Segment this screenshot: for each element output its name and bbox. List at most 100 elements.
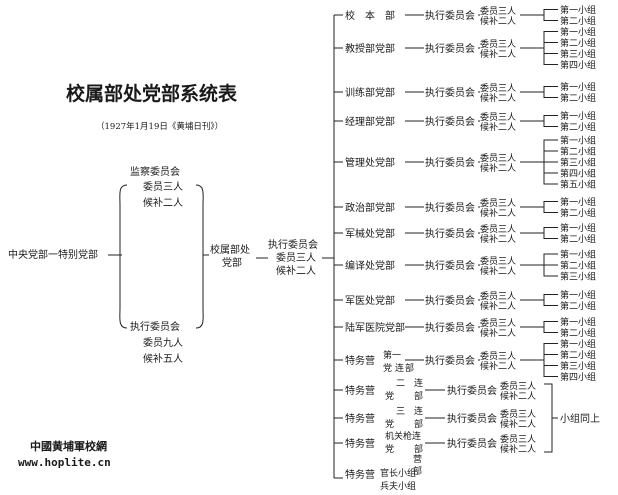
branch-name-sub: 部 xyxy=(405,362,414,374)
group-label: 第一小组 xyxy=(560,196,596,208)
special-unit: 特务营 xyxy=(345,437,375,450)
branch-name: 校 本 部 xyxy=(345,9,395,22)
exec-members: 委员三人 xyxy=(480,152,516,164)
executive-members: 委员九人 xyxy=(143,336,183,349)
group-label: 第一小组 xyxy=(560,81,596,93)
group-bracket xyxy=(543,9,548,21)
exec-committee: 执行委员会 xyxy=(425,86,475,99)
group-label: 第一小组 xyxy=(560,110,596,122)
exec-committee: 执行委员会 xyxy=(425,259,475,272)
group-label: 第二小组 xyxy=(560,327,596,339)
group-label: 第二小组 xyxy=(560,207,596,219)
exec-committee: 执行委员会 xyxy=(425,354,475,367)
special-unit-sub: 机关枪连 xyxy=(385,430,421,442)
diagram-title: 校属部处党部系统表 xyxy=(66,82,238,105)
group-label: 第四小组 xyxy=(560,371,596,383)
group-label: 第一小组 xyxy=(560,135,596,147)
group-label: 第四小组 xyxy=(560,168,596,180)
group-label: 第二小组 xyxy=(560,233,596,245)
group-label: 第一小组 xyxy=(560,249,596,261)
group-bracket xyxy=(543,201,548,213)
group-label: 第二小组 xyxy=(560,146,596,158)
special-unit-sub: 连 xyxy=(414,405,423,417)
exec-alternates: 候补二人 xyxy=(480,233,516,245)
group-label: 第一小组 xyxy=(560,4,596,16)
executive-committee: 执行委员会 xyxy=(130,320,180,333)
group-bracket xyxy=(543,343,548,377)
special-unit-sub: 党 xyxy=(385,443,394,455)
group-bracket xyxy=(543,227,548,239)
group-label: 第三小组 xyxy=(560,48,596,60)
branch-name: 编译处党部 xyxy=(345,259,395,272)
left-brace xyxy=(119,184,128,329)
special-unit: 特务营 xyxy=(345,412,375,425)
school-party-node: 校属部处 xyxy=(210,243,250,256)
exec-alternates: 候补二人 xyxy=(480,265,516,277)
special-unit-sub: 党 xyxy=(385,418,394,430)
exec-members: 委员三人 xyxy=(480,111,516,123)
exec-alternates: 候补二人 xyxy=(480,300,516,312)
special-unit-sub: 部 xyxy=(414,390,423,402)
branch-name-sub: 党 xyxy=(383,362,392,374)
root-node: 中央党部一特别党部 xyxy=(8,248,98,261)
exec-members: 委员三人 xyxy=(480,350,516,362)
exec-committee: 执行委员会 xyxy=(425,201,475,214)
exec-committee: 执行委员会 xyxy=(425,321,475,334)
branch-name: 军械处党部 xyxy=(345,227,395,240)
exec-alternates: 候补二人 xyxy=(480,121,516,133)
executive-alternates: 候补五人 xyxy=(143,352,183,365)
battalion-unit: 特务营 xyxy=(345,468,375,481)
exec-members: 委员三人 xyxy=(500,408,536,420)
group-label: 第一小组 xyxy=(560,222,596,234)
group-bracket xyxy=(543,86,548,98)
source-note: （1927年1月19日《黄埔日刊》） xyxy=(96,121,223,132)
group-label: 第四小组 xyxy=(560,59,596,71)
groups-same-bracket xyxy=(544,383,558,453)
exec-committee: 执行委员会 xyxy=(425,294,475,307)
exec-members: 委员三人 xyxy=(500,433,536,445)
groups-same-label: 小组同上 xyxy=(560,412,600,425)
exec-committee: 执行委员会 xyxy=(447,384,497,397)
exec-alternates: 候补二人 xyxy=(480,15,516,27)
school-exec-alternates: 候补二人 xyxy=(276,264,316,277)
group-label: 第二小组 xyxy=(560,349,596,361)
branch-name-sub: 第一 xyxy=(383,349,401,361)
exec-members: 委员三人 xyxy=(480,317,516,329)
exec-committee: 执行委员会 xyxy=(425,227,475,240)
officers-group: 官长小组 xyxy=(380,467,416,479)
branch-name: 经理部党部 xyxy=(345,115,395,128)
exec-committee: 执行委员会 xyxy=(425,9,475,22)
supervisory-committee: 监察委员会 xyxy=(130,165,180,178)
exec-members: 委员三人 xyxy=(480,5,516,17)
group-bracket xyxy=(543,31,548,65)
special-unit-sub: 三 xyxy=(396,407,405,417)
group-label: 第一小组 xyxy=(560,338,596,350)
exec-alternates: 候补二人 xyxy=(480,327,516,339)
supervisory-members: 委员三人 xyxy=(143,180,183,193)
group-bracket xyxy=(543,294,548,306)
exec-committee: 执行委员会 xyxy=(425,156,475,169)
battalion-hq-top: 营 xyxy=(413,453,422,465)
group-label: 第一小组 xyxy=(560,26,596,38)
group-label: 第二小组 xyxy=(560,15,596,27)
branch-name: 陆军医院党部 xyxy=(345,321,405,334)
branch-tree: 校 本 部执行委员会委员三人候补二人第一小组第二小组教授部党部执行委员会委员三人… xyxy=(322,4,600,492)
exec-committee: 执行委员会 xyxy=(447,437,497,450)
exec-members: 委员三人 xyxy=(480,82,516,94)
exec-committee: 执行委员会 xyxy=(425,115,475,128)
exec-alternates: 候补二人 xyxy=(480,92,516,104)
special-unit-sub: 部 xyxy=(414,418,423,430)
group-label: 第二小组 xyxy=(560,121,596,133)
exec-committee: 执行委员会 xyxy=(425,42,475,55)
exec-members: 委员三人 xyxy=(480,290,516,302)
exec-alternates: 候补二人 xyxy=(480,360,516,372)
exec-committee: 执行委员会 xyxy=(447,412,497,425)
soldiers-group: 兵夫小组 xyxy=(380,480,416,492)
group-label: 第三小组 xyxy=(560,271,596,283)
exec-alternates: 候补二人 xyxy=(500,418,536,430)
school-party-node-bottom: 党部 xyxy=(222,256,242,269)
branch-name: 政治部党部 xyxy=(345,201,395,214)
exec-members: 委员三人 xyxy=(480,38,516,50)
group-label: 第一小组 xyxy=(560,289,596,301)
